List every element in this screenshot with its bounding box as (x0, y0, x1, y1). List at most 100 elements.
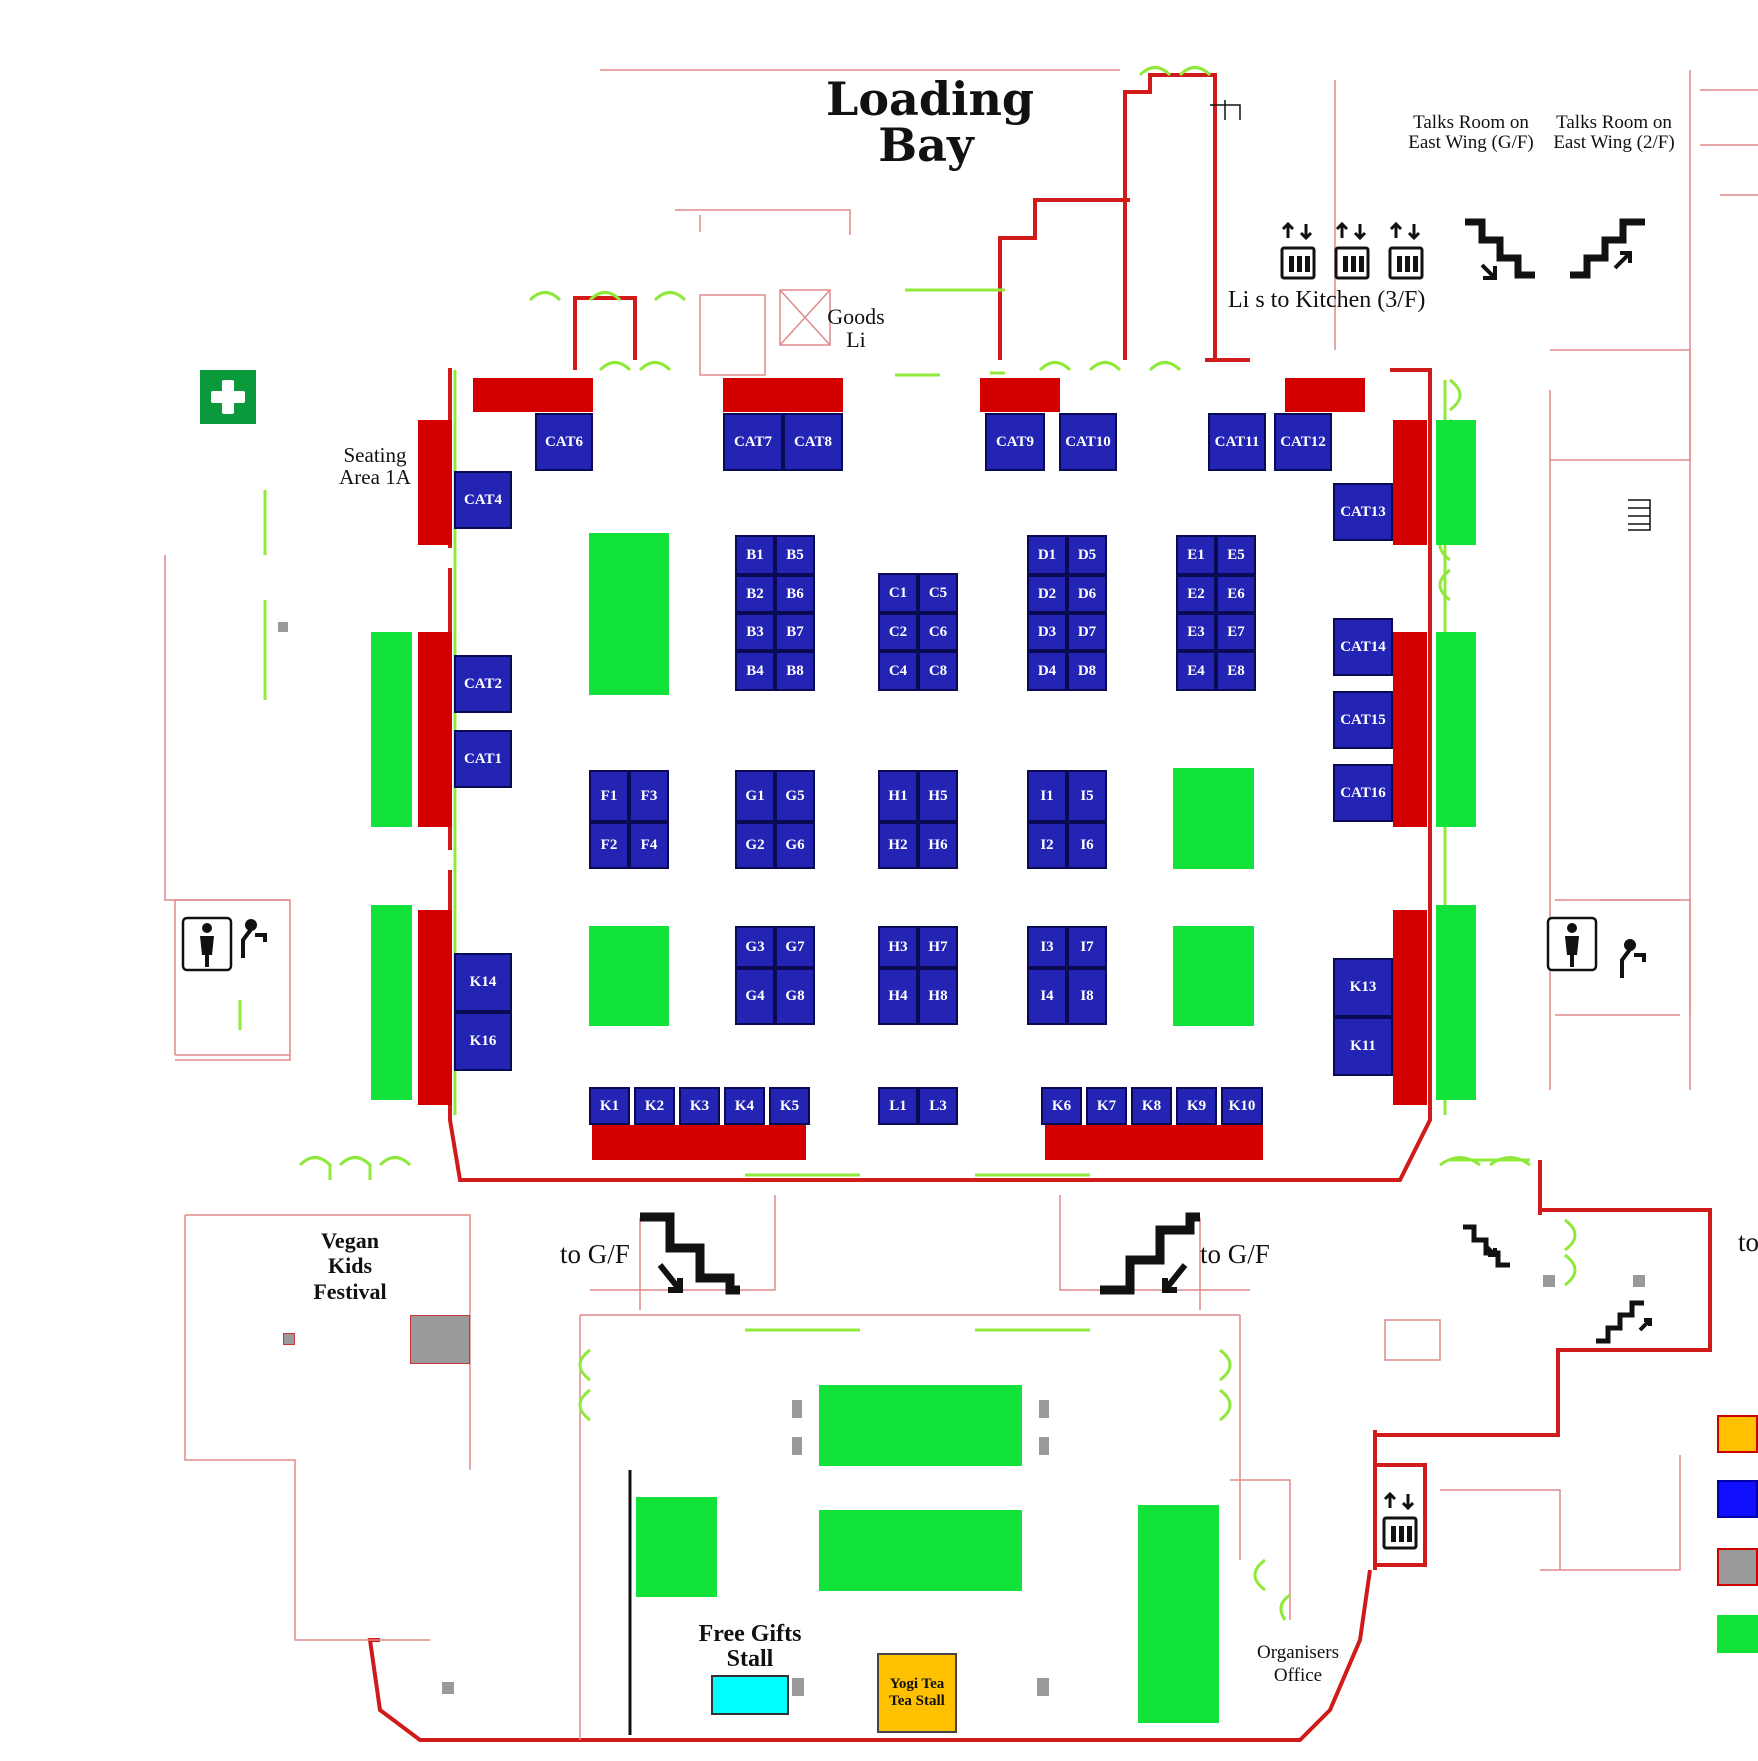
green-area (589, 926, 669, 1026)
stall-cat2[interactable]: CAT2 (454, 655, 512, 713)
stall-cat16[interactable]: CAT16 (1333, 764, 1393, 822)
green-area (1436, 420, 1476, 545)
stall-k6[interactable]: K6 (1041, 1087, 1082, 1125)
stall-k13[interactable]: K13 (1333, 958, 1393, 1017)
stall-f3[interactable]: F3 (629, 770, 669, 822)
stall-k1[interactable]: K1 (589, 1087, 630, 1125)
counter-bottom-right (1045, 1125, 1263, 1160)
stall-i4[interactable]: I4 (1027, 968, 1067, 1025)
stall-cat4[interactable]: CAT4 (454, 471, 512, 529)
stall-c5[interactable]: C5 (918, 573, 958, 613)
stall-k14[interactable]: K14 (454, 953, 512, 1012)
grey-marker (1037, 1678, 1049, 1696)
stall-e5[interactable]: E5 (1216, 535, 1256, 575)
stall-cat10[interactable]: CAT10 (1059, 413, 1117, 471)
stall-h1[interactable]: H1 (878, 770, 918, 822)
stall-d1[interactable]: D1 (1027, 535, 1067, 575)
stall-k3[interactable]: K3 (679, 1087, 720, 1125)
stall-cat13[interactable]: CAT13 (1333, 483, 1393, 541)
stall-c2[interactable]: C2 (878, 613, 918, 651)
stall-h5[interactable]: H5 (918, 770, 958, 822)
stall-d2[interactable]: D2 (1027, 575, 1067, 613)
stall-e1[interactable]: E1 (1176, 535, 1216, 575)
stall-k8[interactable]: K8 (1131, 1087, 1172, 1125)
stall-k2[interactable]: K2 (634, 1087, 675, 1125)
stall-b3[interactable]: B3 (735, 613, 775, 651)
stall-b7[interactable]: B7 (775, 613, 815, 651)
stall-c1[interactable]: C1 (878, 573, 918, 613)
stall-c8[interactable]: C8 (918, 651, 958, 691)
stall-b1[interactable]: B1 (735, 535, 775, 575)
stall-d6[interactable]: D6 (1067, 575, 1107, 613)
stall-cat8[interactable]: CAT8 (783, 413, 843, 471)
stall-b6[interactable]: B6 (775, 575, 815, 613)
stall-c4[interactable]: C4 (878, 651, 918, 691)
stall-g8[interactable]: G8 (775, 968, 815, 1025)
stall-k11[interactable]: K11 (1333, 1017, 1393, 1076)
stall-cat9[interactable]: CAT9 (985, 413, 1045, 471)
stall-e8[interactable]: E8 (1216, 651, 1256, 691)
stall-d3[interactable]: D3 (1027, 613, 1067, 651)
stall-cat7[interactable]: CAT7 (723, 413, 783, 471)
yogi-tea-stall[interactable]: Yogi Tea Tea Stall (877, 1653, 957, 1733)
stall-d4[interactable]: D4 (1027, 651, 1067, 691)
stall-cat14[interactable]: CAT14 (1333, 618, 1393, 676)
stall-i1[interactable]: I1 (1027, 770, 1067, 822)
stall-h7[interactable]: H7 (918, 926, 958, 968)
stall-i7[interactable]: I7 (1067, 926, 1107, 968)
stall-cat1[interactable]: CAT1 (454, 730, 512, 788)
stall-cat12[interactable]: CAT12 (1274, 413, 1332, 471)
stall-e3[interactable]: E3 (1176, 613, 1216, 651)
stall-k10[interactable]: K10 (1221, 1087, 1263, 1125)
stall-g3[interactable]: G3 (735, 926, 775, 968)
stall-f1[interactable]: F1 (589, 770, 629, 822)
free-gifts-stall-box[interactable] (711, 1675, 789, 1715)
stall-c6[interactable]: C6 (918, 613, 958, 651)
stall-i3[interactable]: I3 (1027, 926, 1067, 968)
stall-g5[interactable]: G5 (775, 770, 815, 822)
stall-g4[interactable]: G4 (735, 968, 775, 1025)
goods-lift-label: Goods Li (827, 304, 885, 353)
stall-e7[interactable]: E7 (1216, 613, 1256, 651)
stall-k5[interactable]: K5 (769, 1087, 810, 1125)
stall-b4[interactable]: B4 (735, 651, 775, 691)
stall-i5[interactable]: I5 (1067, 770, 1107, 822)
stall-e4[interactable]: E4 (1176, 651, 1216, 691)
stall-l3[interactable]: L3 (918, 1087, 958, 1125)
stall-d7[interactable]: D7 (1067, 613, 1107, 651)
stall-g2[interactable]: G2 (735, 822, 775, 869)
stall-g6[interactable]: G6 (775, 822, 815, 869)
stall-f2[interactable]: F2 (589, 822, 629, 869)
stall-i2[interactable]: I2 (1027, 822, 1067, 869)
seating-area-label: Seating Area 1A (339, 443, 411, 490)
stall-h4[interactable]: H4 (878, 968, 918, 1025)
stall-h6[interactable]: H6 (918, 822, 958, 869)
stall-cat6[interactable]: CAT6 (535, 413, 593, 471)
stall-i8[interactable]: I8 (1067, 968, 1107, 1025)
green-area (1138, 1505, 1219, 1723)
stall-h3[interactable]: H3 (878, 926, 918, 968)
stall-d5[interactable]: D5 (1067, 535, 1107, 575)
stall-b2[interactable]: B2 (735, 575, 775, 613)
stall-k9[interactable]: K9 (1176, 1087, 1217, 1125)
stall-e6[interactable]: E6 (1216, 575, 1256, 613)
stall-h2[interactable]: H2 (878, 822, 918, 869)
vegan-kids-festival-label: Vegan Kids Festival (313, 1228, 387, 1304)
stall-l1[interactable]: L1 (878, 1087, 918, 1125)
stall-e2[interactable]: E2 (1176, 575, 1216, 613)
stall-g7[interactable]: G7 (775, 926, 815, 968)
stall-k16[interactable]: K16 (454, 1012, 512, 1071)
stall-k4[interactable]: K4 (724, 1087, 765, 1125)
stall-b5[interactable]: B5 (775, 535, 815, 575)
stall-k7[interactable]: K7 (1086, 1087, 1127, 1125)
stall-d8[interactable]: D8 (1067, 651, 1107, 691)
stall-g1[interactable]: G1 (735, 770, 775, 822)
grey-marker (792, 1400, 802, 1418)
stall-f4[interactable]: F4 (629, 822, 669, 869)
stall-i6[interactable]: I6 (1067, 822, 1107, 869)
stall-b8[interactable]: B8 (775, 651, 815, 691)
grey-marker (442, 1682, 454, 1694)
stall-cat15[interactable]: CAT15 (1333, 691, 1393, 749)
stall-h8[interactable]: H8 (918, 968, 958, 1025)
stall-cat11[interactable]: CAT11 (1208, 413, 1266, 471)
